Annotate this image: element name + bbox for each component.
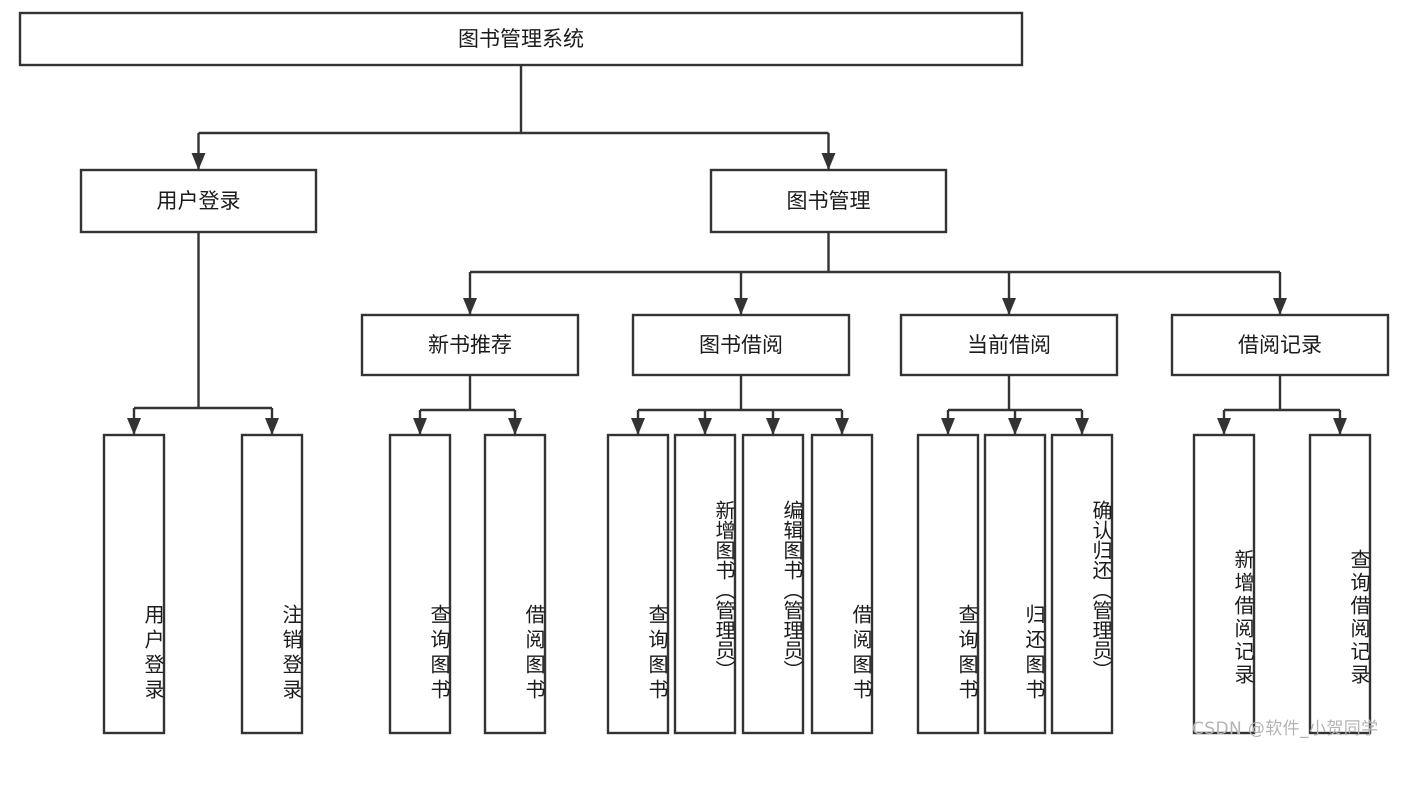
node-box-leaf-borrow-book-1[interactable] xyxy=(483,433,547,735)
node-label-borrow-record: 借阅记录 xyxy=(1238,333,1322,357)
node-label-user-login: 用户登录 xyxy=(157,189,241,213)
node-box-current-borrow[interactable] xyxy=(899,313,1119,377)
node-box-leaf-edit-book[interactable] xyxy=(741,433,805,735)
node-box-leaf-confirm-return[interactable] xyxy=(1050,433,1114,735)
node-box-leaf-return-book[interactable] xyxy=(983,433,1047,735)
boxes-layer xyxy=(18,11,1390,735)
arrow-head-icon xyxy=(1273,298,1287,315)
arrow-head-icon xyxy=(631,418,645,435)
arrow-head-icon xyxy=(734,298,748,315)
node-box-user-login[interactable] xyxy=(79,168,318,234)
node-box-leaf-query-book-3[interactable] xyxy=(916,433,980,735)
node-box-leaf-add-book[interactable] xyxy=(673,433,737,735)
node-box-borrow-record[interactable] xyxy=(1170,313,1390,377)
node-box-leaf-query-book-2[interactable] xyxy=(606,433,670,735)
arrow-head-icon xyxy=(835,418,849,435)
node-label-new-book-rec: 新书推荐 xyxy=(428,333,512,357)
arrow-head-icon xyxy=(1002,298,1016,315)
node-box-leaf-user-login[interactable] xyxy=(102,433,166,735)
watermark-text: CSDN @软件_小贺同学 xyxy=(1192,719,1379,739)
arrow-head-icon xyxy=(413,418,427,435)
node-box-book-manage[interactable] xyxy=(709,168,948,234)
node-box-new-book-rec[interactable] xyxy=(360,313,580,377)
arrow-head-icon xyxy=(1217,418,1231,435)
node-box-leaf-query-record[interactable] xyxy=(1308,433,1372,735)
arrow-head-icon xyxy=(941,418,955,435)
connectors-layer xyxy=(127,65,1347,435)
node-label-book-borrow: 图书借阅 xyxy=(699,333,783,357)
node-box-leaf-user-logout[interactable] xyxy=(240,433,304,735)
node-box-root[interactable] xyxy=(18,11,1024,67)
arrow-head-icon xyxy=(1008,418,1022,435)
arrow-head-icon xyxy=(191,153,206,170)
node-label-book-manage: 图书管理 xyxy=(787,189,871,213)
arrow-head-icon xyxy=(821,153,836,170)
arrow-head-icon xyxy=(1075,418,1089,435)
diagram-canvas: 图书管理系统用户登录图书管理新书推荐图书借阅当前借阅借阅记录 用户登录注销登录查… xyxy=(18,11,1390,739)
arrow-head-icon xyxy=(1333,418,1347,435)
node-label-root: 图书管理系统 xyxy=(458,27,584,51)
node-box-book-borrow[interactable] xyxy=(631,313,851,377)
node-label-current-borrow: 当前借阅 xyxy=(967,333,1051,357)
arrow-head-icon xyxy=(766,418,780,435)
arrow-head-icon xyxy=(698,418,712,435)
node-box-leaf-borrow-book-2[interactable] xyxy=(810,433,874,735)
arrow-head-icon xyxy=(508,418,522,435)
arrow-head-icon xyxy=(265,418,279,435)
arrow-head-icon xyxy=(127,418,141,435)
arrow-head-icon xyxy=(463,298,477,315)
node-box-leaf-query-book-1[interactable] xyxy=(388,433,452,735)
node-box-leaf-add-record[interactable] xyxy=(1192,433,1256,735)
